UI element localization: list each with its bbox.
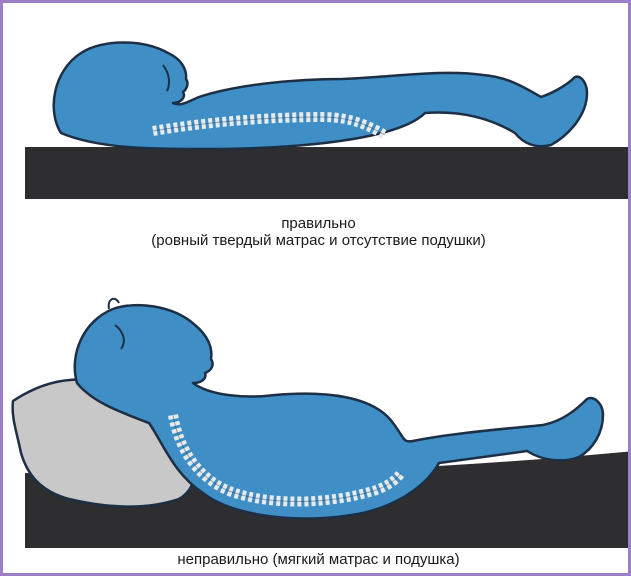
firm-mattress xyxy=(25,147,631,199)
incorrect-posture-caption: неправильно (мягкий матрас и подушка) xyxy=(3,551,631,569)
baby-figure-correct xyxy=(54,43,587,150)
incorrect-posture-scene xyxy=(13,299,631,548)
correct-posture-detail: (ровный твердый матрас и отсутствие поду… xyxy=(3,232,631,250)
correct-posture-title: правильно xyxy=(3,215,631,233)
correct-posture-scene xyxy=(25,43,631,200)
posture-illustration xyxy=(3,3,631,576)
